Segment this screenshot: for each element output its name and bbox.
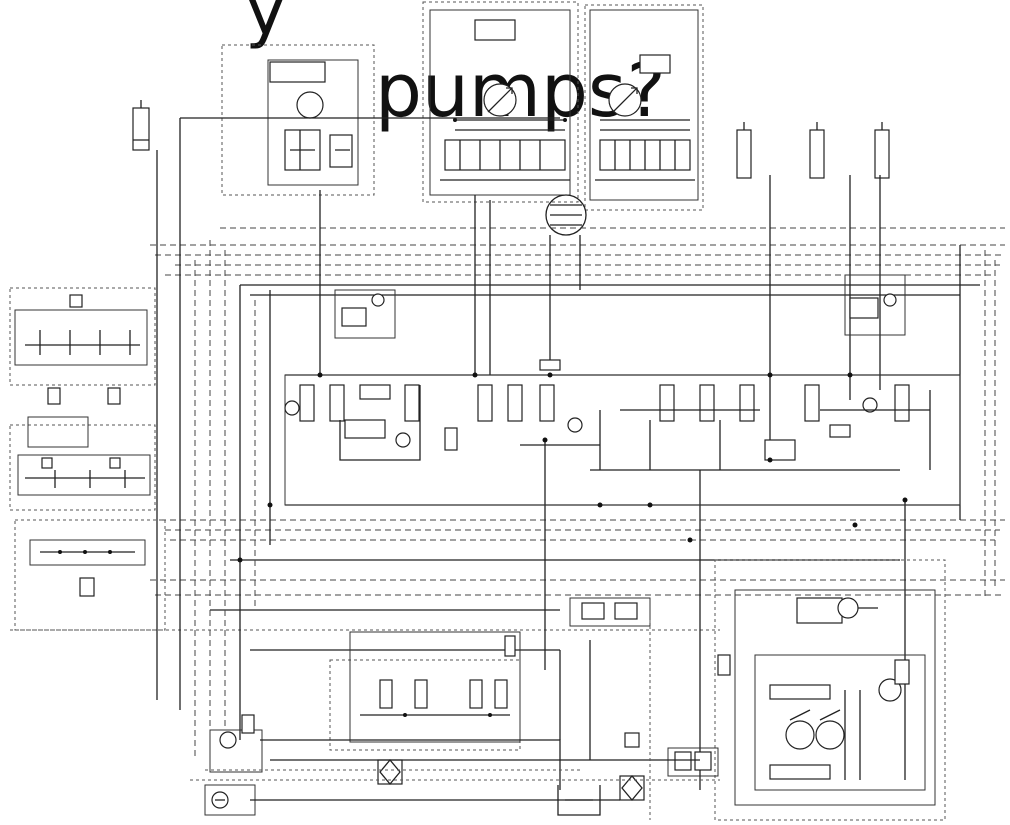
cylinder-left <box>132 100 150 151</box>
left-valve-block-3 <box>14 519 166 631</box>
lower-right-pump-unit <box>714 559 946 821</box>
left-valve-block-1 <box>9 287 156 405</box>
mid-solenoid-block <box>569 597 651 627</box>
left-valve-block-2 <box>9 416 156 511</box>
rotary-joint-symbol <box>545 194 587 236</box>
lower-routing <box>190 620 720 820</box>
bottom-check-valve <box>624 732 640 748</box>
pilot-valve-right <box>844 274 906 336</box>
cylinder-right-1 <box>736 122 752 179</box>
left-upper-valve-block <box>221 44 375 196</box>
junction-dots <box>237 372 908 563</box>
cylinder-right-2 <box>809 122 825 179</box>
top-pump-group-right <box>584 4 704 211</box>
bottom-left-pump <box>204 714 263 816</box>
main-valve-bank <box>284 359 961 506</box>
bottom-solenoid-valve <box>667 747 719 777</box>
pilot-valve-left <box>334 289 396 339</box>
top-pump-group-left <box>422 1 579 203</box>
cylinder-right-3 <box>874 122 890 179</box>
title-fragment: y g <box>245 0 1010 51</box>
lower-valve-block <box>329 631 521 751</box>
